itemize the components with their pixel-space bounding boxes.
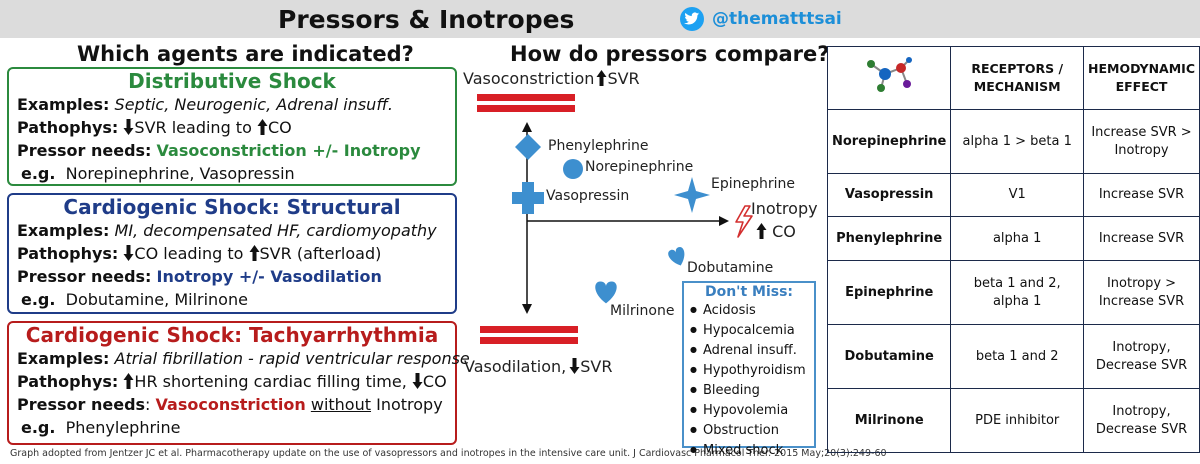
drug-cell: Dobutamine <box>826 324 952 389</box>
table-row: Milrinone PDE inhibitor Inotropy, Decrea… <box>826 388 1200 453</box>
milrinone-heart-icon <box>595 281 617 304</box>
epinephrine-star-icon <box>674 177 710 213</box>
receptors-header: RECEPTORS / MECHANISM <box>950 46 1085 110</box>
box-title: Cardiogenic Shock: Structural <box>63 195 401 219</box>
lightning-icon <box>735 205 753 238</box>
list-item: Hypothyroidism <box>690 360 808 380</box>
table-row: Vasopressin V1 Increase SVR <box>826 173 1200 217</box>
receptor-cell: PDE inhibitor <box>950 388 1085 453</box>
table-row: Dobutamine beta 1 and 2 Inotropy, Decrea… <box>826 324 1200 389</box>
page-title: Pressors & Inotropes <box>278 5 575 34</box>
receptor-cell: alpha 1 > beta 1 <box>950 109 1085 174</box>
vasodilation-label: Vasodilation,SVR <box>464 357 613 376</box>
milrinone-label: Milrinone <box>610 303 675 319</box>
list-item: Hypovolemia <box>690 400 808 420</box>
pressor-needs-line: Pressor needs: Vasoconstriction +/- Inot… <box>17 141 421 160</box>
drug-cell: Norepinephrine <box>826 109 952 174</box>
drug-cell: Epinephrine <box>826 260 952 325</box>
effect-cell: Inotropy, Decrease SVR <box>1083 388 1200 453</box>
receptor-cell: V1 <box>950 173 1085 217</box>
example-agents-line: e.g. Dobutamine, Milrinone <box>21 290 248 309</box>
down-arrow-icon <box>412 373 423 389</box>
cardiogenic-structural-box: Cardiogenic Shock: Structural Examples: … <box>7 193 457 314</box>
receptor-cell: beta 1 and 2, alpha 1 <box>950 260 1085 325</box>
epinephrine-label: Epinephrine <box>711 176 795 192</box>
twitter-credit[interactable]: @thematttsai <box>680 7 842 31</box>
hemodynamic-header: HEMODYNAMIC EFFECT <box>1083 46 1200 110</box>
pressor-needs-line: Pressor needs: Inotropy +/- Vasodilation <box>17 267 382 286</box>
effect-cell: Inotropy, Decrease SVR <box>1083 324 1200 389</box>
dont-miss-title: Don't Miss: <box>704 284 794 300</box>
list-item: Bleeding <box>690 380 808 400</box>
cardiac-output-label: CO <box>756 222 796 241</box>
down-arrow-icon <box>123 245 134 261</box>
dont-miss-box: Don't Miss: Acidosis Hypocalcemia Adrena… <box>682 281 816 458</box>
pressor-comparison-diagram <box>477 94 753 344</box>
molecule-icon <box>867 57 913 92</box>
box-title: Distributive Shock <box>128 69 336 93</box>
twitter-bird-icon <box>680 7 704 31</box>
phenylephrine-diamond-icon <box>515 134 541 160</box>
pressor-needs-line: Pressor needs: Vasoconstriction without … <box>17 395 443 414</box>
examples-line: Examples: Septic, Neurogenic, Adrenal in… <box>17 95 393 114</box>
dobutamine-label: Dobutamine <box>687 260 774 276</box>
source-citation: Graph adopted from Jentzer JC et al. Pha… <box>10 448 887 459</box>
vasopressin-label: Vasopressin <box>546 188 630 204</box>
header-bar: Pressors & Inotropes @thematttsai <box>0 0 1200 38</box>
left-heading: Which agents are indicated? <box>77 42 414 66</box>
box-title: Cardiogenic Shock: Tachyarrhythmia <box>25 323 439 347</box>
receptor-cell: alpha 1 <box>950 216 1085 261</box>
vasopressin-cross-icon <box>512 182 544 214</box>
axis-arrow-down-icon <box>522 304 532 314</box>
axis-arrow-right-icon <box>719 216 729 226</box>
example-agents-line: e.g. Phenylephrine <box>21 418 181 437</box>
up-arrow-icon <box>257 119 268 135</box>
vasodilation-bar <box>480 326 578 344</box>
vasoconstriction-bar <box>477 94 575 112</box>
effect-cell: Increase SVR <box>1083 173 1200 217</box>
table-row: Phenylephrine alpha 1 Increase SVR <box>826 216 1200 261</box>
norepinephrine-label: Norepinephrine <box>585 159 694 175</box>
list-item: Mixed shock <box>690 440 808 460</box>
table-header-row: RECEPTORS / MECHANISM HEMODYNAMIC EFFECT <box>826 46 1200 110</box>
phenylephrine-label: Phenylephrine <box>548 138 649 154</box>
effect-cell: Inotropy > Increase SVR <box>1083 260 1200 325</box>
pathophys-line: Pathophys: SVR leading to CO <box>17 118 292 137</box>
pathophys-line: Pathophys: HR shortening cardiac filling… <box>17 372 447 391</box>
effect-cell: Increase SVR > Inotropy <box>1083 109 1200 174</box>
up-arrow-icon <box>123 373 134 389</box>
examples-line: Examples: Atrial fibrillation - rapid ve… <box>17 349 470 368</box>
down-arrow-icon <box>569 358 580 374</box>
inotropy-label: Inotropy <box>751 199 818 218</box>
list-item: Hypocalcemia <box>690 320 808 340</box>
up-arrow-icon <box>596 70 607 86</box>
axis-arrow-up-icon <box>522 122 532 132</box>
down-arrow-icon <box>123 119 134 135</box>
effect-cell: Increase SVR <box>1083 216 1200 261</box>
example-agents-line: e.g. Norepinephrine, Vasopressin <box>21 164 295 183</box>
norepinephrine-circle-icon <box>563 159 583 179</box>
dobutamine-heart-icon <box>668 246 685 266</box>
cardiogenic-tachyarrhythmia-box: Cardiogenic Shock: Tachyarrhythmia Examp… <box>7 321 470 445</box>
list-item: Obstruction <box>690 420 808 440</box>
drug-cell: Vasopressin <box>826 173 952 217</box>
table-row: Norepinephrine alpha 1 > beta 1 Increase… <box>826 109 1200 174</box>
molecule-header-cell <box>826 46 952 110</box>
up-arrow-icon <box>756 223 767 239</box>
diagram-heading: How do pressors compare? <box>510 42 830 66</box>
pressor-table: RECEPTORS / MECHANISM HEMODYNAMIC EFFECT… <box>826 46 1200 453</box>
list-item: Acidosis <box>690 300 808 320</box>
distributive-shock-box: Distributive Shock Examples: Septic, Neu… <box>7 67 457 186</box>
up-arrow-icon <box>249 245 260 261</box>
examples-line: Examples: MI, decompensated HF, cardiomy… <box>17 221 437 240</box>
pathophys-line: Pathophys: CO leading to SVR (afterload) <box>17 244 382 263</box>
list-item: Adrenal insuff. <box>690 340 808 360</box>
dont-miss-list: Acidosis Hypocalcemia Adrenal insuff. Hy… <box>690 300 808 460</box>
twitter-handle[interactable]: @thematttsai <box>712 9 842 29</box>
receptor-cell: beta 1 and 2 <box>950 324 1085 389</box>
drug-cell: Milrinone <box>826 388 952 453</box>
drug-cell: Phenylephrine <box>826 216 952 261</box>
table-row: Epinephrine beta 1 and 2, alpha 1 Inotro… <box>826 260 1200 325</box>
